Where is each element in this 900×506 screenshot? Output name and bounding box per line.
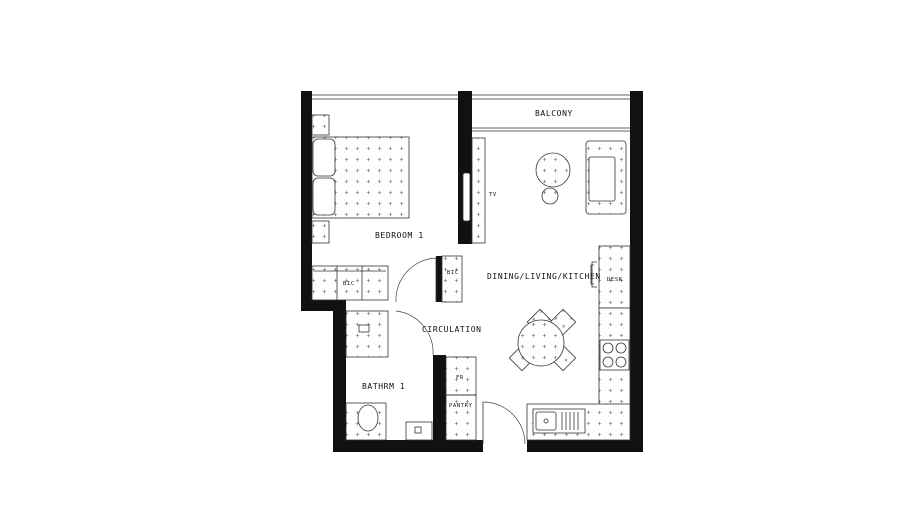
label-fridge: FR — [456, 375, 464, 381]
bedside-table-bottom — [311, 220, 330, 244]
label-bathroom: BATHRM 1 — [362, 382, 405, 391]
wall-bottom-right — [527, 440, 643, 452]
shower — [345, 310, 389, 358]
bathroom-fixtures — [345, 310, 433, 441]
tv-unit — [471, 137, 486, 244]
wall-bathroom-left — [333, 300, 346, 452]
bedroom-furniture — [311, 114, 410, 301]
label-balcony: BALCONY — [535, 109, 573, 118]
armchair-seat — [588, 156, 616, 202]
label-tv: TV — [489, 192, 497, 198]
label-bic-hall: BIC — [447, 270, 459, 276]
coffee-table — [535, 152, 571, 188]
sink — [532, 408, 586, 434]
living-furniture — [462, 137, 631, 441]
door-entry — [482, 401, 526, 445]
label-living: DINING/LIVING/KITCHEN — [487, 272, 601, 281]
side-table — [541, 187, 559, 205]
label-bic-bedroom: BIC — [343, 281, 355, 287]
fridge — [445, 356, 477, 396]
bedside-table-top — [311, 114, 330, 136]
wall-bedroom-bottom — [301, 300, 346, 311]
wall-bottom-left — [333, 440, 483, 452]
hall-bic — [441, 255, 463, 303]
label-bedroom: BEDROOM 1 — [375, 231, 424, 240]
bed-pillow-bottom — [312, 177, 336, 216]
wall-bath-partition — [433, 355, 441, 440]
dining-set — [508, 308, 577, 372]
toilet — [357, 404, 379, 432]
shower-drain — [358, 324, 370, 333]
wall-bedroom-left — [301, 91, 312, 311]
hall-storage — [441, 255, 477, 441]
dining-table — [517, 319, 565, 367]
wall-pantry — [441, 355, 446, 440]
door-bedroom — [395, 257, 437, 303]
wall-bic-hall — [436, 256, 442, 302]
bedroom-wardrobe — [311, 265, 389, 301]
cooktop — [599, 339, 630, 371]
wall-top-left-stub — [301, 91, 312, 97]
walls — [301, 91, 643, 452]
windows — [312, 94, 630, 132]
desk — [598, 245, 631, 309]
label-desk: DESK — [607, 277, 623, 283]
door-bathroom — [395, 310, 434, 356]
wall-right — [630, 91, 643, 452]
label-circulation: CIRCULATION — [422, 325, 482, 334]
doors — [395, 257, 526, 445]
label-pantry: PANTRY — [449, 403, 473, 409]
pantry — [445, 394, 477, 441]
tv-screen — [462, 172, 471, 222]
basin — [405, 421, 433, 441]
bed-pillow-top — [312, 138, 336, 177]
wall-top-right-stub — [630, 91, 643, 97]
